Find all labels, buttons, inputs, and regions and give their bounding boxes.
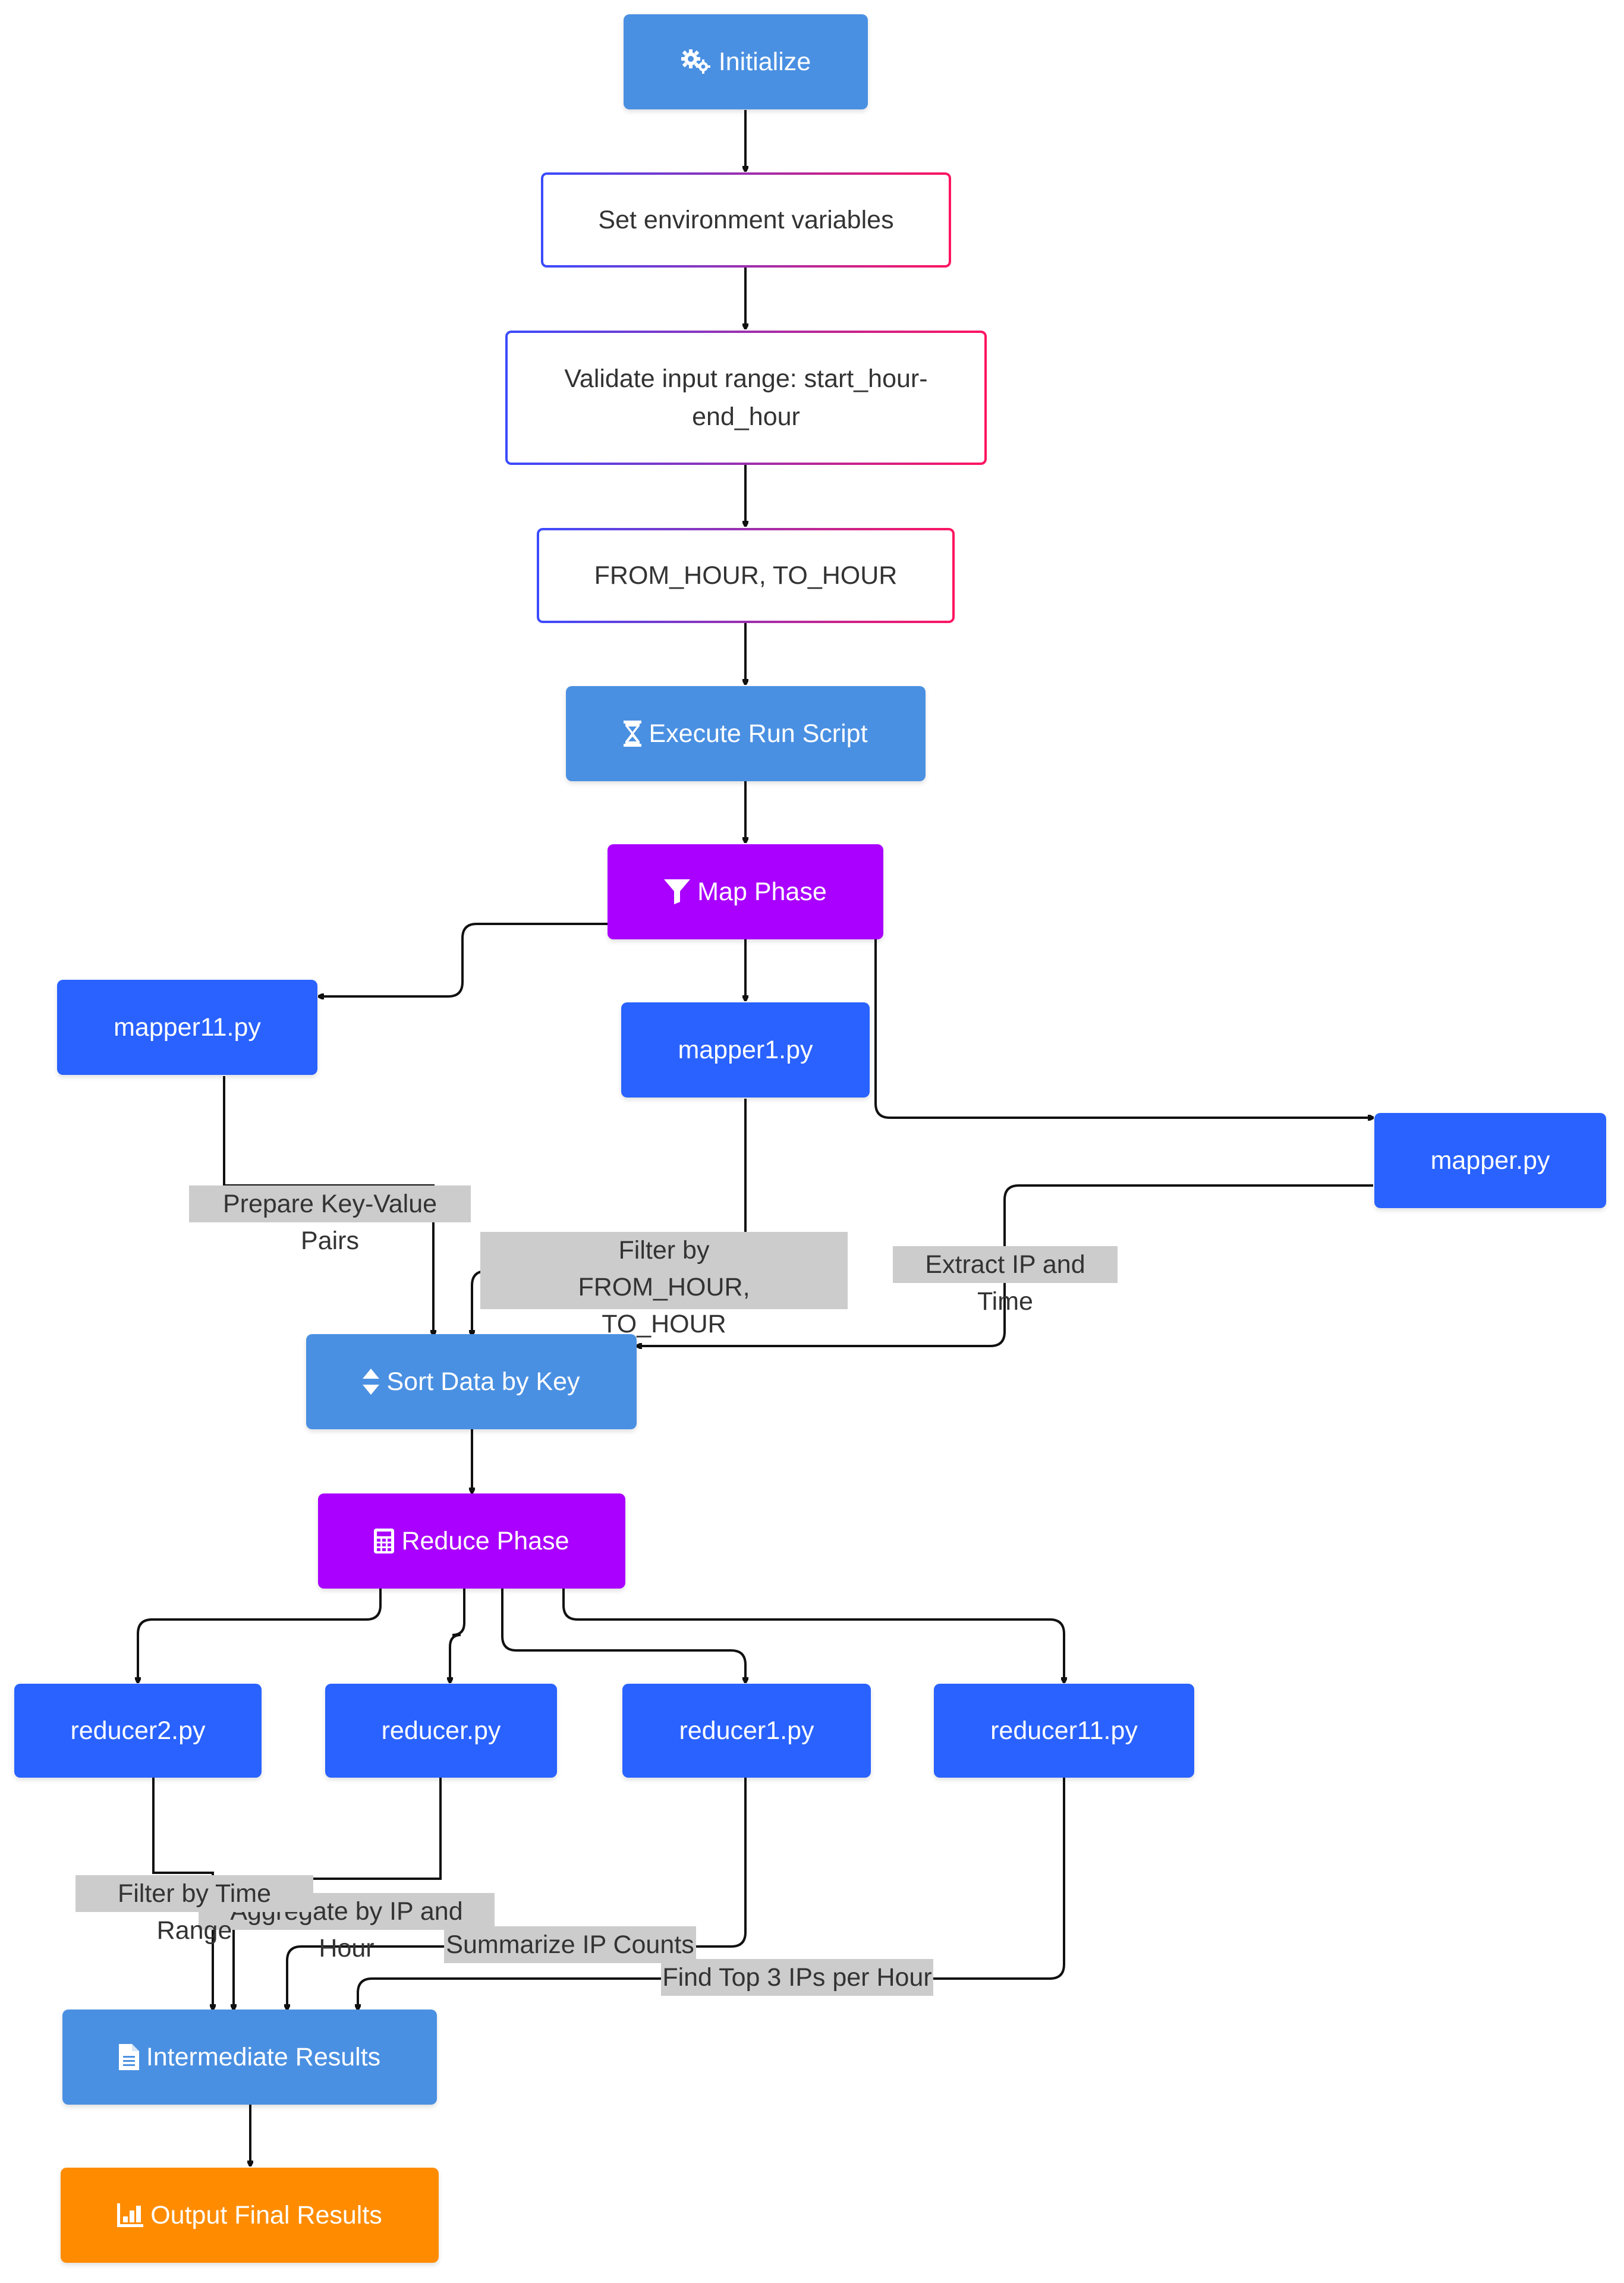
mapper11-node[interactable]: mapper11.py — [57, 980, 317, 1075]
intermediate-node[interactable]: Intermediate Results — [62, 2010, 437, 2105]
gears-icon — [681, 49, 712, 75]
edge-map-mapper11 — [319, 923, 608, 996]
reducer1-label: reducer1.py — [679, 1716, 814, 1745]
mapper1-node[interactable]: mapper1.py — [621, 1002, 870, 1098]
execute-node[interactable]: Execute Run Script — [566, 686, 926, 781]
reduce-phase-label: Reduce Phase — [401, 1527, 569, 1555]
output-label: Output Final Results — [150, 2201, 382, 2229]
edge-map-mapper — [874, 939, 1373, 1118]
map-phase-label: Map Phase — [697, 878, 827, 906]
reduce-phase-node[interactable]: Reduce Phase — [318, 1493, 625, 1589]
initialize-node[interactable]: Initialize — [624, 14, 868, 109]
validate-label: Validate input range: start_hour-end_hou… — [564, 364, 928, 431]
edge-reducer2-intermediate — [152, 1778, 213, 2010]
execute-label: Execute Run Script — [649, 719, 868, 748]
reducer11-node[interactable]: reducer11.py — [934, 1684, 1194, 1778]
edge-reduce-reducer2 — [138, 1589, 382, 1683]
reducer1-node[interactable]: reducer1.py — [622, 1684, 871, 1778]
sort-label: Sort Data by Key — [386, 1367, 580, 1396]
mapper11-label: mapper11.py — [114, 1013, 261, 1042]
sort-node[interactable]: Sort Data by Key — [306, 1334, 637, 1429]
from-to-label: FROM_HOUR, TO_HOUR — [594, 561, 898, 590]
chart-icon — [117, 2203, 144, 2227]
sort-icon — [363, 1369, 380, 1395]
edge-label-extract-ip: Extract IP and Time — [893, 1246, 1118, 1316]
mapper-node[interactable]: mapper.py — [1374, 1113, 1606, 1208]
reducer-node[interactable]: reducer.py — [325, 1684, 557, 1778]
edge-label-filter-from-to: Filter by FROM_HOUR, TO_HOUR — [480, 1232, 848, 1338]
mapper1-label: mapper1.py — [678, 1036, 813, 1064]
reducer2-label: reducer2.py — [70, 1716, 206, 1745]
intermediate-label: Intermediate Results — [146, 2043, 381, 2071]
edge-label-filter-time: Filter by Time Range — [75, 1875, 313, 1945]
reducer2-node[interactable]: reducer2.py — [14, 1684, 262, 1778]
calculator-icon — [374, 1529, 395, 1554]
edge-reduce-reducer — [450, 1589, 465, 1683]
filter-icon — [664, 879, 691, 904]
edge-label-prepare-kv: Prepare Key-Value Pairs — [189, 1185, 471, 1255]
set-env-label: Set environment variables — [598, 206, 894, 234]
mapper-label: mapper.py — [1430, 1146, 1550, 1175]
from-to-node[interactable]: FROM_HOUR, TO_HOUR — [537, 528, 955, 623]
edge-reduce-reducer1 — [501, 1589, 745, 1683]
hourglass-icon — [624, 721, 642, 747]
edge-reduce-reducer11 — [562, 1589, 1064, 1683]
edge-reducer-intermediate — [234, 1778, 442, 2010]
validate-node[interactable]: Validate input range: start_hour-end_hou… — [505, 331, 987, 465]
initialize-label: Initialize — [718, 48, 811, 76]
edge-label-summarize: Summarize IP Counts — [444, 1926, 696, 1963]
output-node[interactable]: Output Final Results — [61, 2168, 439, 2263]
file-icon — [118, 2044, 139, 2070]
reducer-label: reducer.py — [381, 1716, 501, 1745]
set-env-node[interactable]: Set environment variables — [541, 172, 951, 268]
reducer11-label: reducer11.py — [990, 1716, 1138, 1745]
map-phase-node[interactable]: Map Phase — [608, 844, 883, 939]
edge-label-find-top: Find Top 3 IPs per Hour — [661, 1959, 933, 1996]
